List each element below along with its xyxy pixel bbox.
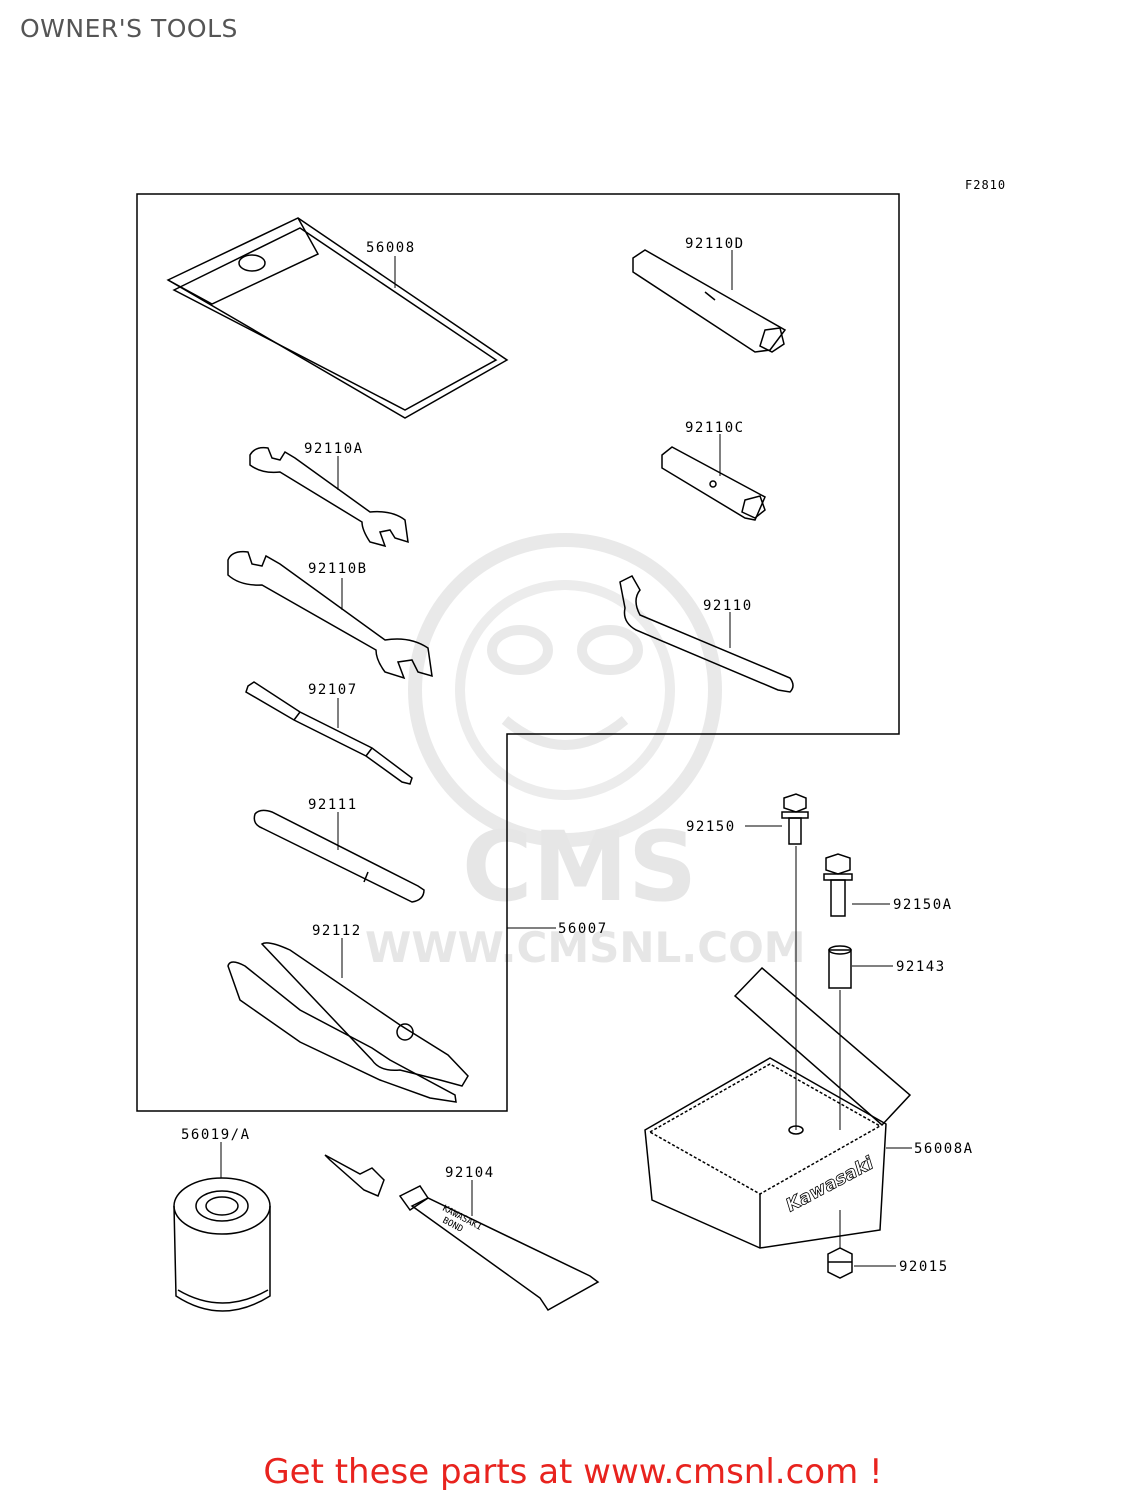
part-number-56008: 56008 (366, 240, 416, 256)
collar-92143-part (828, 945, 852, 989)
part-number-56019a: 56019/A (181, 1127, 251, 1143)
part-number-92104: 92104 (445, 1165, 495, 1181)
handle-92111-part (253, 809, 425, 903)
socket-wrench-92110d-part (632, 249, 787, 353)
plug-wrench-92110c-part (661, 446, 766, 521)
page-title: OWNER'S TOOLS (20, 14, 238, 43)
part-number-92150a: 92150A (893, 897, 953, 913)
bolt-92150-part (781, 793, 809, 845)
part-number-92015: 92015 (899, 1259, 949, 1275)
oil-filter-56019a-part (173, 1177, 271, 1312)
part-number-92110a: 92110A (304, 441, 364, 457)
part-number-92107: 92107 (308, 682, 358, 698)
bond-tube-92104-part (324, 1154, 600, 1311)
figure-code: F2810 (965, 178, 1007, 192)
tool-bag-part (166, 217, 509, 419)
watermark-mascot-logo: CMS WWW.CMSNL.COM (365, 533, 806, 972)
part-number-56008a: 56008A (914, 1141, 974, 1157)
part-number-92112: 92112 (312, 923, 362, 939)
watermark-url-text: WWW.CMSNL.COM (365, 923, 806, 972)
part-number-92150: 92150 (686, 819, 736, 835)
part-number-92110: 92110 (703, 598, 753, 614)
part-number-92110c: 92110C (685, 420, 745, 436)
part-number-56007: 56007 (558, 921, 608, 937)
tool-case-brand-text: Kawasaki (782, 1152, 877, 1216)
part-number-92111: 92111 (308, 797, 358, 813)
tool-kit-frame (136, 193, 900, 1112)
watermark-logo-text: CMS (462, 811, 697, 923)
footer-promo-text[interactable]: Get these parts at www.cmsnl.com ! (263, 1452, 883, 1492)
open-wrench-92110a-part (249, 446, 409, 548)
bolt-92150a-part (823, 853, 853, 917)
pliers-92112-part (227, 942, 469, 1103)
part-number-92143: 92143 (896, 959, 946, 975)
part-number-92110b: 92110B (308, 561, 368, 577)
hook-spanner-92110-part (619, 575, 794, 693)
open-wrench-92110b-part (227, 550, 433, 680)
tool-case-56008a-part (644, 966, 912, 1249)
nut-92015-part (827, 1247, 853, 1279)
screwdriver-92107-part (245, 681, 413, 785)
part-number-92110d: 92110D (685, 236, 745, 252)
